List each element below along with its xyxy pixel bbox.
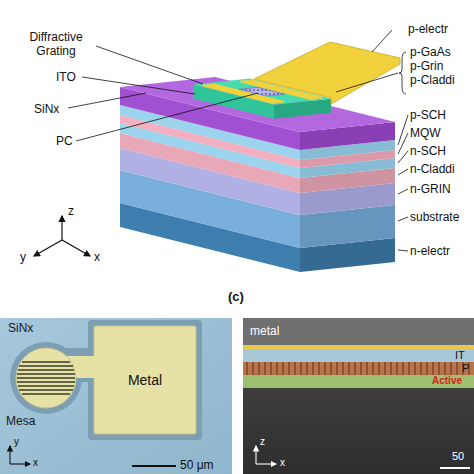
leader-line: [398, 151, 408, 163]
axis-arrows: [34, 240, 62, 256]
leader-line: [398, 189, 408, 194]
leader-line: [398, 169, 408, 175]
layer-label: n-SCH: [410, 144, 446, 158]
leader-line: [372, 30, 392, 52]
microscope-image: [94, 326, 196, 434]
microscope-image: [17, 362, 75, 394]
leader-line: [398, 115, 408, 145]
layer-label: substrate: [410, 210, 459, 224]
microscope-image: [0, 318, 232, 474]
leader-line: [398, 250, 408, 251]
microscope-image: [0, 318, 232, 474]
axis-arrows: [61, 216, 62, 240]
sem-image: [243, 318, 474, 474]
layer-label: p-SCH: [410, 108, 446, 122]
layer-label: IT: [455, 349, 465, 362]
microscope-image: [22, 361, 70, 363]
region-label: Mesa: [6, 414, 35, 428]
microscope-image: [132, 465, 176, 467]
leader-line: [336, 73, 398, 92]
pad-label: Metal: [128, 372, 162, 388]
layer-label: MQW: [410, 126, 441, 140]
part-label: SiNx: [34, 102, 59, 116]
microscope-image: [19, 365, 73, 367]
layer-label: p-Claddi: [410, 73, 455, 87]
leader-line: [68, 30, 408, 251]
sem-image: [243, 362, 474, 375]
layer-label: n-GRIN: [410, 182, 451, 196]
axis-label: z: [260, 436, 265, 448]
part-label: Diffractive Grating: [16, 30, 96, 59]
leader-line: [399, 52, 406, 94]
sem-image: [243, 318, 474, 345]
axis-label: z: [68, 204, 74, 218]
layer-label: p-electr: [408, 22, 448, 36]
layer-label: n-Claddi: [410, 162, 455, 176]
microscope-image: [22, 393, 70, 395]
leader-line: [398, 133, 408, 154]
leader-line: [76, 93, 258, 141]
microscope-image: [10, 463, 30, 464]
axis-label: y: [14, 436, 19, 448]
layer-label: Active: [432, 375, 462, 387]
layer-label: p-Grin: [410, 59, 443, 73]
microscope-image: [18, 369, 74, 371]
sem-image: [243, 345, 474, 349]
leader-line: [82, 77, 195, 94]
axis-arrows: [62, 240, 90, 256]
metal-pad: Metal: [94, 326, 196, 434]
scale-label: 50 μm: [180, 458, 214, 472]
axis-label: x: [33, 457, 38, 469]
sem-image: [243, 318, 474, 474]
sem-image: [440, 467, 470, 469]
microscope-image: [9, 446, 10, 464]
sem-image: [243, 375, 474, 388]
sem-image: [255, 446, 256, 464]
laser-device: [120, 42, 400, 272]
scale-label: 50: [452, 450, 464, 463]
part-label: PC: [56, 134, 73, 148]
axis-arrows: [34, 216, 90, 256]
laser-device: [254, 42, 400, 104]
sem-image: [256, 463, 276, 464]
microscope-image: [17, 381, 75, 383]
microscope-image: [16, 348, 76, 408]
axis-label: x: [280, 457, 285, 469]
microscope-image: [88, 320, 202, 440]
leader-line: [68, 93, 146, 108]
panel-label: (c): [228, 289, 244, 305]
layer-label: P: [462, 362, 469, 375]
microscope-image: [17, 373, 75, 375]
region-label: SiNx: [8, 321, 33, 335]
microscope-image: [18, 385, 74, 387]
part-label: ITO: [56, 70, 76, 84]
leader-line: [398, 217, 408, 221]
layer-label: p-GaAs: [410, 45, 451, 59]
microscope-image: [17, 377, 75, 379]
layer-label: metal: [250, 324, 279, 338]
sem-image: [243, 349, 474, 362]
microscope-image: [10, 446, 30, 464]
axis-label: x: [94, 250, 100, 264]
microscope-image: [19, 389, 73, 391]
axis-label: y: [20, 250, 26, 264]
sem-image: [256, 446, 276, 464]
layer-label: n-electr: [410, 244, 450, 258]
leader-line: [96, 46, 203, 84]
